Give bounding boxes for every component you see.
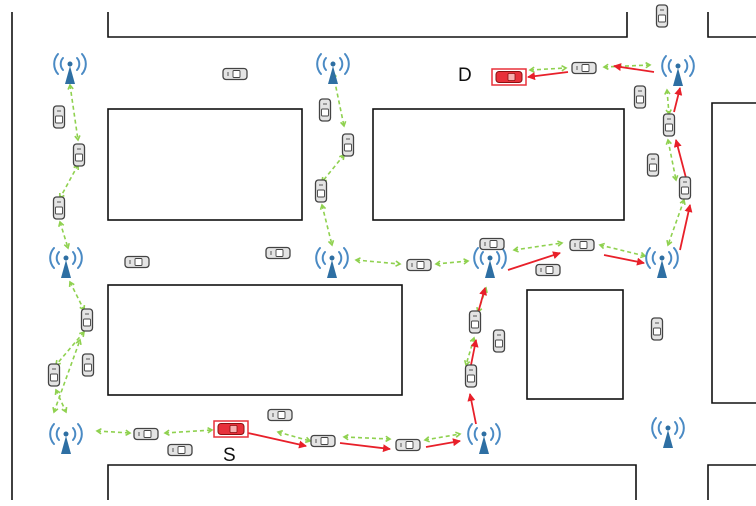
- car-icon: [468, 310, 482, 334]
- car-icon: [655, 4, 669, 28]
- wireless-link: [665, 138, 679, 182]
- car-icon: [80, 308, 94, 332]
- wireless-tower-icon: [316, 53, 350, 84]
- street-edge: [711, 102, 756, 404]
- car-icon: [650, 317, 664, 341]
- wireless-link: [423, 431, 462, 443]
- building-block: [107, 284, 403, 396]
- car-icon: [492, 329, 506, 353]
- wireless-tower-icon: [473, 247, 507, 278]
- street-edge: [107, 464, 637, 500]
- wireless-link: [67, 83, 81, 142]
- route-arrow: [603, 254, 645, 266]
- building-block: [372, 108, 625, 221]
- route-arrow: [425, 438, 461, 448]
- wireless-link: [512, 240, 564, 253]
- building-block: [107, 108, 303, 221]
- car-icon: [124, 255, 150, 269]
- wireless-link: [95, 427, 132, 437]
- route-arrow: [339, 442, 391, 453]
- wireless-tower-icon: [651, 417, 685, 448]
- car-icon: [318, 98, 332, 122]
- car-icon: [535, 263, 561, 277]
- wireless-link: [319, 203, 335, 247]
- route-arrow: [613, 63, 655, 73]
- wireless-link: [434, 258, 470, 267]
- wireless-link: [54, 330, 86, 367]
- car-icon: [395, 438, 421, 452]
- towers: [49, 53, 695, 454]
- wireless-link: [321, 153, 345, 184]
- car-icon: [646, 153, 660, 177]
- wireless-tower-icon: [49, 247, 83, 278]
- wireless-link: [598, 242, 647, 259]
- route-arrow: [247, 432, 307, 449]
- wireless-tower-icon: [315, 247, 349, 278]
- car-icon: [310, 434, 336, 448]
- wireless-link: [58, 220, 70, 250]
- car-icon: [81, 353, 95, 377]
- car-icon: [133, 427, 159, 441]
- car-icon: [52, 196, 66, 220]
- street-edge: [107, 12, 628, 38]
- building-block: [526, 289, 624, 400]
- route-arrow: [467, 393, 477, 425]
- route-arrow: [507, 251, 561, 271]
- street-edge: [707, 12, 756, 38]
- wireless-tower-icon: [49, 423, 83, 454]
- car-icon: [406, 258, 432, 272]
- wireless-link: [52, 338, 82, 414]
- wireless-link: [602, 61, 652, 71]
- car-icon: [633, 85, 647, 109]
- car-icon: [569, 238, 595, 252]
- wireless-link: [528, 64, 568, 74]
- wireless-link: [58, 163, 80, 200]
- wireless-tower-icon: [467, 423, 501, 454]
- destination-label: D: [458, 65, 472, 86]
- car-icon: [47, 363, 61, 387]
- wireless-link: [54, 388, 68, 414]
- wireless-tower-icon: [53, 53, 87, 84]
- car-icon: [678, 176, 692, 200]
- car-icon: [464, 364, 478, 388]
- wireless-tower-icon: [661, 55, 695, 86]
- car-icon: [52, 105, 66, 129]
- car-icon: [167, 443, 193, 457]
- vehicles: [47, 4, 692, 457]
- route-arrow: [679, 204, 693, 251]
- wireless-link: [342, 433, 392, 443]
- route-arrow: [673, 139, 687, 179]
- car-icon: [222, 67, 248, 81]
- car-icon: [72, 143, 86, 167]
- car-icon: [479, 237, 505, 251]
- car-icon: [571, 61, 597, 75]
- wireless-link: [68, 280, 86, 312]
- wireless-link: [163, 426, 214, 437]
- wireless-link: [354, 257, 402, 267]
- city-blocks: [11, 12, 756, 500]
- destination-car-highlighted-car-icon: [491, 68, 527, 86]
- wireless-link: [666, 198, 686, 247]
- wireless-tower-icon: [645, 247, 679, 278]
- street-edge: [707, 464, 756, 500]
- car-icon: [267, 408, 293, 422]
- wireless-links: [52, 61, 686, 444]
- route-arrow: [527, 71, 569, 81]
- wireless-link: [664, 88, 672, 116]
- source-label: S: [223, 445, 236, 466]
- car-icon: [341, 133, 355, 157]
- source-car-highlighted-car-icon: [213, 420, 249, 438]
- car-icon: [662, 113, 676, 137]
- route-arrow: [673, 87, 683, 113]
- car-icon: [314, 179, 328, 203]
- car-icon: [265, 246, 291, 260]
